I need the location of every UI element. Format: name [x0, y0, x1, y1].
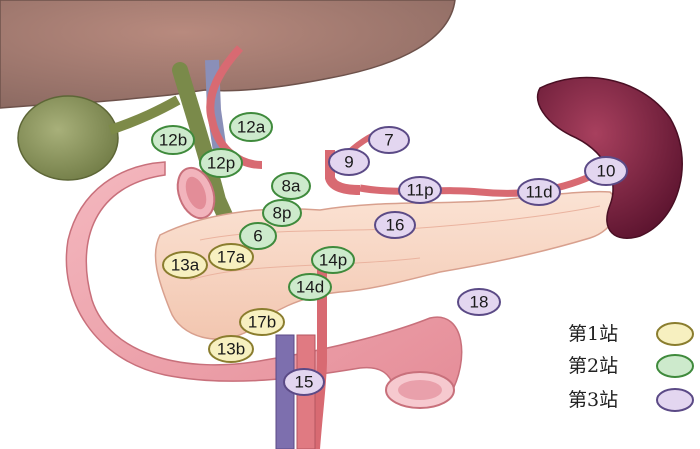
svg-text:6: 6 — [253, 227, 262, 246]
legend-item-station2: 第2站 — [568, 354, 694, 378]
svg-text:17a: 17a — [217, 248, 246, 267]
svg-text:16: 16 — [386, 216, 405, 235]
node-8a[interactable]: 8a — [271, 172, 311, 200]
node-18[interactable]: 18 — [457, 288, 501, 316]
svg-text:8a: 8a — [282, 177, 301, 196]
svg-text:7: 7 — [384, 131, 393, 150]
node-11d[interactable]: 11d — [517, 178, 561, 206]
svg-text:9: 9 — [344, 153, 353, 172]
splenic-artery — [359, 168, 602, 197]
svg-text:13b: 13b — [217, 340, 245, 359]
node-7[interactable]: 7 — [368, 126, 410, 154]
svg-text:14p: 14p — [319, 251, 347, 270]
legend-item-station1: 第1站 — [568, 322, 694, 346]
svg-text:11d: 11d — [525, 183, 552, 202]
svg-text:第3站: 第3站 — [568, 389, 618, 411]
cystic-duct — [108, 95, 181, 135]
svg-text:13a: 13a — [171, 256, 200, 275]
node-12p[interactable]: 12p — [199, 148, 243, 178]
node-14d[interactable]: 14d — [288, 273, 332, 301]
node-15[interactable]: 15 — [283, 368, 325, 396]
svg-text:12b: 12b — [159, 131, 187, 150]
svg-text:14d: 14d — [296, 278, 324, 297]
svg-text:第1站: 第1站 — [568, 323, 618, 345]
node-8p[interactable]: 8p — [262, 199, 302, 227]
legend-item-station3: 第3站 — [568, 388, 694, 412]
node-14p[interactable]: 14p — [311, 246, 355, 274]
gallbladder — [17, 95, 119, 181]
node-17a[interactable]: 17a — [208, 243, 254, 271]
node-10[interactable]: 10 — [584, 156, 628, 186]
node-6[interactable]: 6 — [239, 222, 277, 250]
svg-text:17b: 17b — [248, 313, 276, 332]
node-9[interactable]: 9 — [328, 148, 370, 176]
common-bile-duct — [172, 62, 244, 248]
node-17b[interactable]: 17b — [239, 308, 285, 336]
node-16[interactable]: 16 — [374, 211, 416, 239]
node-13b[interactable]: 13b — [208, 335, 254, 363]
svg-text:12p: 12p — [207, 154, 235, 173]
celiac-trunk — [325, 150, 361, 195]
svg-text:18: 18 — [470, 293, 489, 312]
node-12b[interactable]: 12b — [151, 125, 195, 155]
svg-text:11p: 11p — [406, 181, 433, 200]
sma — [310, 270, 327, 449]
node-13a[interactable]: 13a — [162, 251, 208, 279]
svg-text:12a: 12a — [237, 118, 266, 137]
node-12a[interactable]: 12a — [229, 112, 273, 142]
svg-text:15: 15 — [295, 373, 314, 392]
node-11p[interactable]: 11p — [398, 176, 442, 204]
svg-text:第2站: 第2站 — [568, 355, 618, 377]
svg-text:10: 10 — [597, 162, 616, 181]
legend: 第1站 第2站 第3站 — [568, 322, 694, 412]
svg-text:8p: 8p — [273, 204, 292, 223]
